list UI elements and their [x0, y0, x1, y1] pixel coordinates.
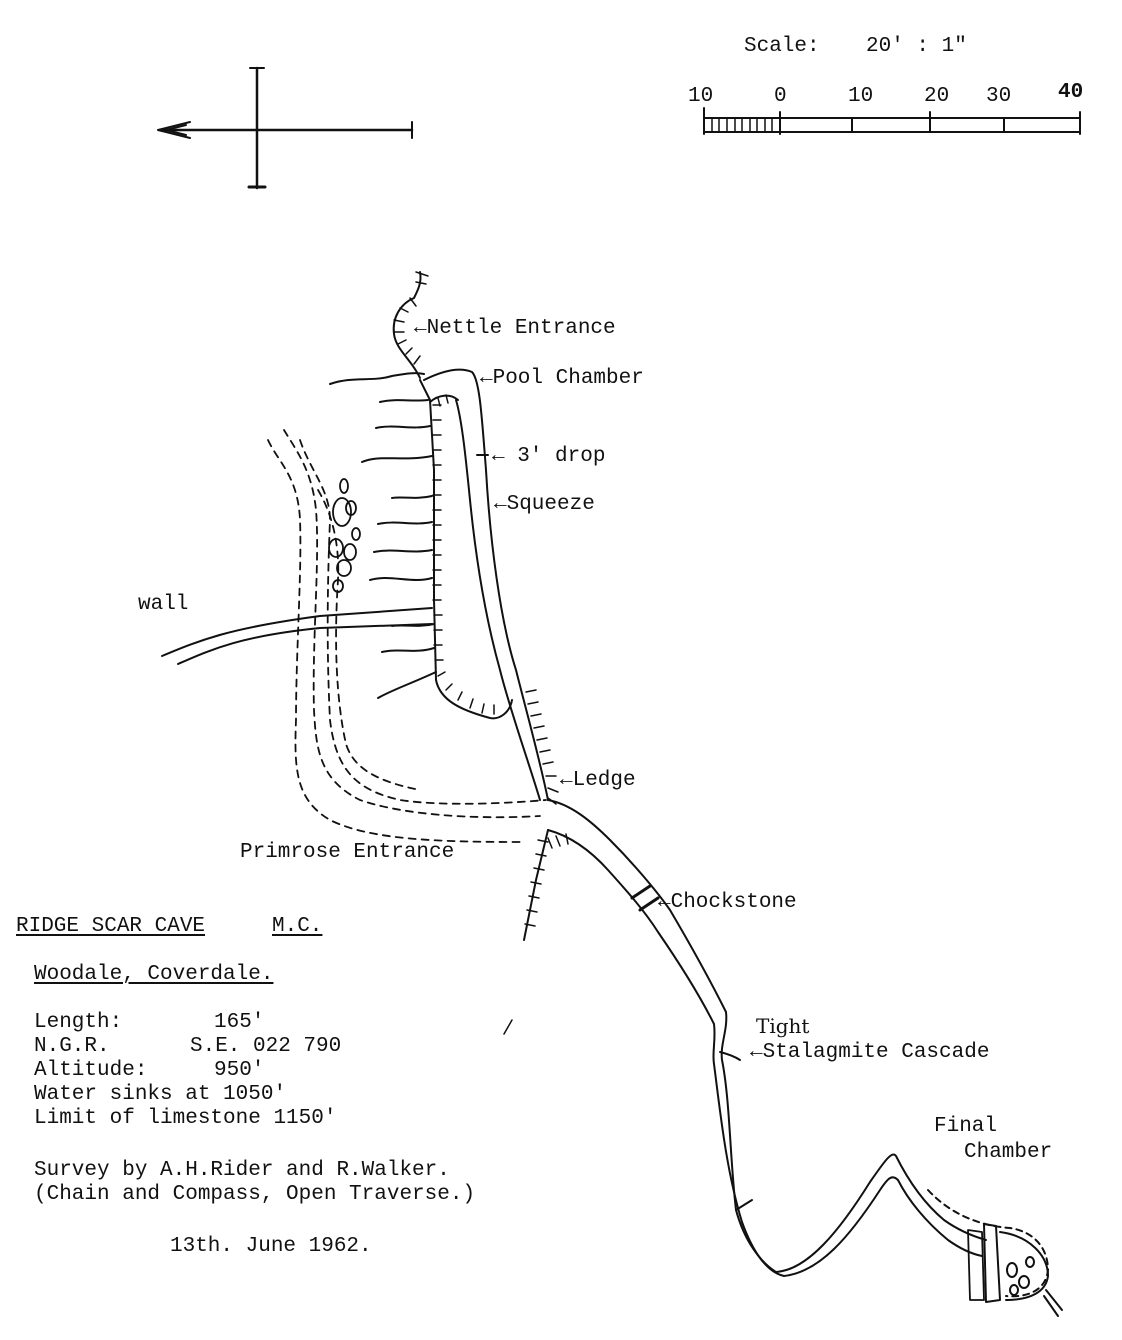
survey-credit: Survey by A.H.Rider and R.Walker. [34, 1159, 450, 1182]
label-pool-chamber: ←Pool Chamber [480, 367, 644, 390]
label-squeeze: ←Squeeze [494, 493, 595, 516]
label-final-chamber: Chamber [964, 1141, 1053, 1164]
scale-tick-label: 10 [848, 85, 874, 108]
ngr-value: S.E. 022 790 [190, 1035, 342, 1058]
ngr-label: N.G.R. [34, 1035, 110, 1058]
label-stalagmite-cascade: ←Stalagmite Cascade [750, 1041, 990, 1064]
scale-tick-label: 30 [986, 85, 1012, 108]
boulders [328, 478, 361, 593]
scale-tick-label: 40 [1058, 81, 1084, 104]
altitude-value: 950' [214, 1059, 265, 1082]
label-ledge: ←Ledge [560, 769, 636, 792]
label-3ft-drop: ← 3' drop [492, 445, 606, 468]
limestone-limit: Limit of limestone 1150' [34, 1107, 337, 1130]
wall-line [161, 607, 433, 665]
scale-ratio: 20' : 1" [866, 35, 967, 58]
label-tight: Tight [756, 1014, 810, 1038]
survey-method: (Chain and Compass, Open Traverse.) [34, 1183, 476, 1206]
label-final-chamber: Final [934, 1115, 998, 1138]
altitude-label: Altitude: [34, 1059, 148, 1082]
survey-title: RIDGE SCAR CAVE [16, 915, 206, 938]
scale-tick-label: 0 [774, 85, 787, 108]
compass-arrow-icon [157, 66, 414, 190]
cave-passage-lower [547, 799, 1063, 1317]
club-label: M.C. [272, 915, 323, 938]
scale-tick-label: 10 [688, 85, 714, 108]
scar-edge [419, 379, 513, 720]
label-chockstone: ←Chockstone [658, 891, 797, 914]
location: Woodale, Coverdale. [34, 963, 274, 986]
cave-passage [423, 368, 569, 941]
label-wall: wall [138, 593, 189, 616]
dry-valley [267, 429, 547, 843]
length-label: Length: [34, 1011, 123, 1034]
slope-hachures [329, 372, 437, 699]
scale-bar [703, 107, 1081, 135]
length-value: 165' [214, 1011, 265, 1034]
label-primrose-entrance: Primrose Entrance [240, 841, 455, 864]
scale-tick-label: 20 [924, 85, 950, 108]
water-sinks: Water sinks at 1050' [34, 1083, 287, 1106]
scale-label: Scale: [744, 35, 820, 58]
survey-date: 13th. June 1962. [170, 1235, 372, 1258]
label-nettle-entrance: ←Nettle Entrance [414, 317, 616, 340]
nettle-entrance [392, 271, 429, 379]
